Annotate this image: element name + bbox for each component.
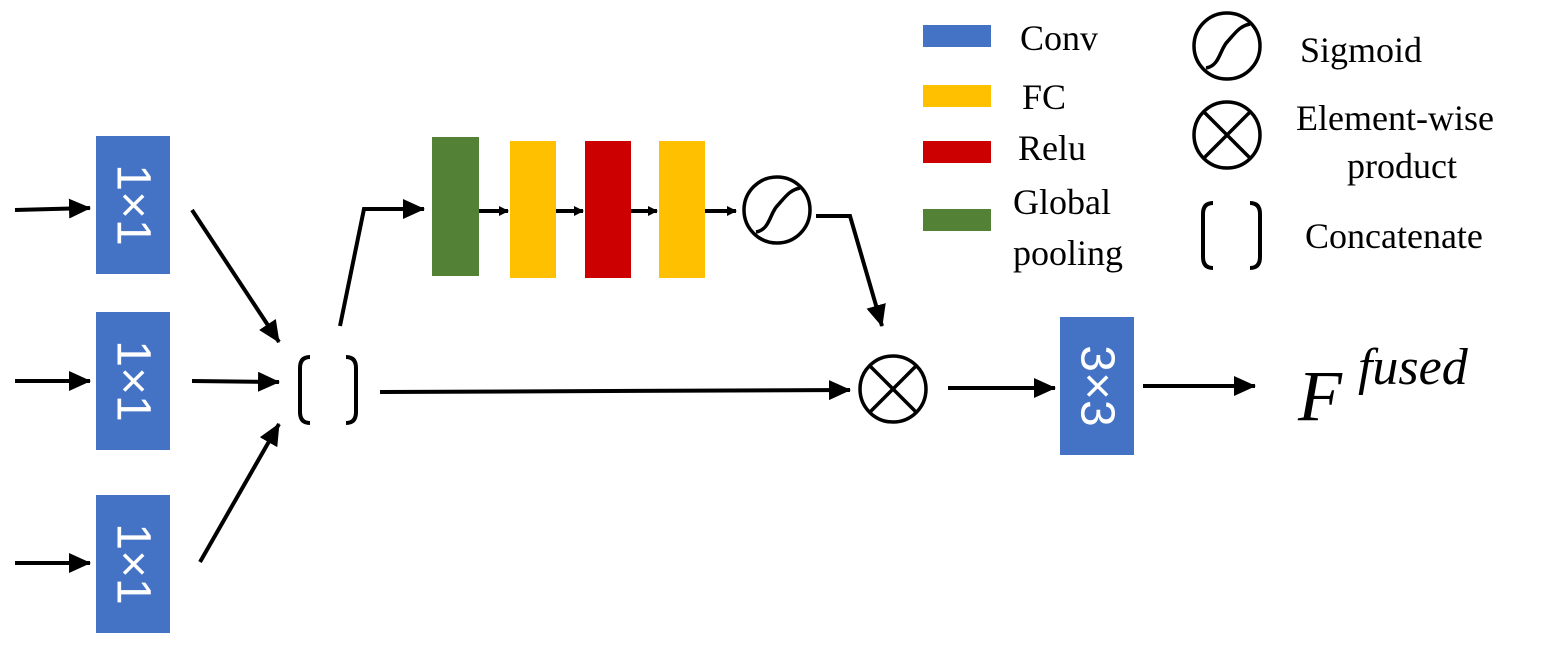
concatenate-symbol bbox=[298, 355, 311, 425]
conv-block-middle-label: 1×1 bbox=[107, 340, 160, 421]
arrow-concat-to-product bbox=[379, 380, 851, 401]
legend-concatenate-icon-left bbox=[1201, 201, 1214, 270]
legend-element-wise-cross-b bbox=[1202, 110, 1252, 160]
legend-global-pooling-swatch bbox=[923, 209, 991, 231]
arrow-middle-to-concat bbox=[191, 371, 280, 392]
legend-global-pooling-label-line2: pooling bbox=[1013, 233, 1123, 273]
conv-block-final bbox=[1060, 317, 1134, 455]
arrow-sigmoid-to-product bbox=[816, 214, 886, 327]
input-arrow-top bbox=[14, 198, 91, 219]
sigmoid-symbol bbox=[742, 175, 812, 245]
legend-global-pooling-label-line1: Global bbox=[1013, 182, 1111, 222]
legend-element-wise-label-line2: product bbox=[1347, 146, 1457, 186]
arrow-bottom-to-concat bbox=[198, 423, 281, 563]
conv-block-bottom bbox=[96, 495, 170, 633]
fc-block-1 bbox=[510, 141, 556, 278]
legend-relu-swatch bbox=[923, 141, 991, 163]
legend-sigmoid-curve bbox=[1205, 22, 1251, 70]
legend-element-wise-label-line1: Element-wise bbox=[1296, 98, 1494, 138]
conv-block-bottom-label: 1×1 bbox=[107, 523, 160, 604]
legend-conv-label: Conv bbox=[1020, 18, 1098, 58]
legend-concatenate-icon-right bbox=[1249, 201, 1262, 270]
conv-block-middle bbox=[96, 312, 170, 450]
conv-block-final-label: 3×3 bbox=[1071, 345, 1124, 426]
legend-conv-swatch bbox=[923, 25, 991, 47]
conv-block-top bbox=[96, 136, 170, 274]
concatenate-symbol-right bbox=[345, 355, 358, 425]
arrow-top-to-concat bbox=[190, 208, 281, 344]
legend-relu-label: Relu bbox=[1018, 128, 1086, 168]
legend-fc-swatch bbox=[923, 85, 991, 107]
arrow-concat-to-pooling bbox=[338, 199, 425, 327]
sigmoid-curve bbox=[755, 186, 801, 234]
output-label: F fused bbox=[1297, 339, 1469, 436]
legend-concatenate-label: Concatenate bbox=[1305, 216, 1483, 256]
fc-block-2 bbox=[659, 141, 705, 278]
product-cross-b bbox=[868, 364, 918, 414]
output-label-superscript: fused bbox=[1358, 339, 1469, 396]
output-label-base: F bbox=[1297, 356, 1343, 436]
conv-block-top-label: 1×1 bbox=[107, 164, 160, 245]
legend-fc-label: FC bbox=[1022, 77, 1066, 117]
legend-sigmoid-icon bbox=[1192, 11, 1262, 81]
legend-sigmoid-label: Sigmoid bbox=[1300, 30, 1422, 70]
relu-block bbox=[585, 141, 631, 278]
global-pooling-block bbox=[432, 137, 479, 276]
